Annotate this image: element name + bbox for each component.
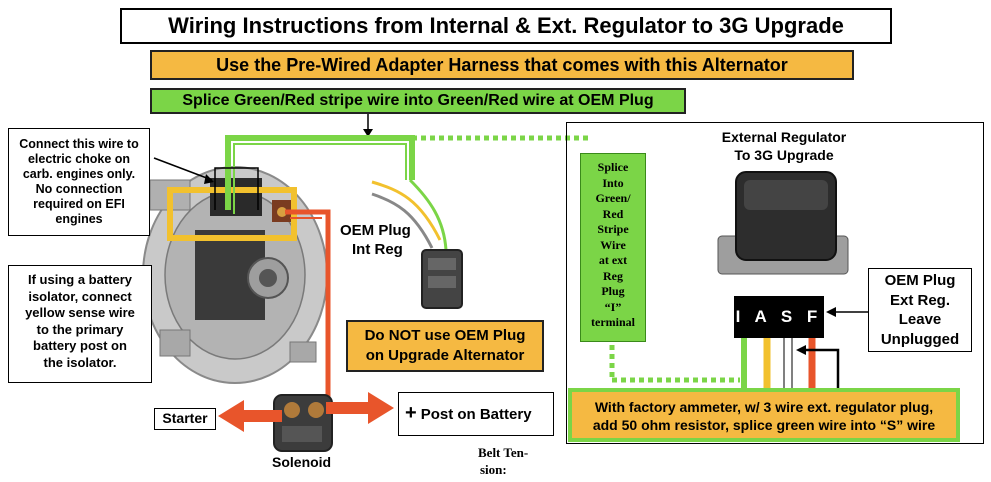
red-arrow-starter <box>218 400 282 432</box>
splice-banner: Splice Green/Red stripe wire into Green/… <box>150 88 686 114</box>
external-regulator-image <box>717 171 849 275</box>
solenoid-label: Solenoid <box>272 454 332 470</box>
plus-sign: + <box>405 402 417 424</box>
solenoid-image <box>273 394 333 452</box>
choke-note: Connect this wire to electric choke on c… <box>8 128 150 236</box>
post-on-battery-label: +Post on Battery <box>398 392 554 436</box>
ammeter-note: With factory ammeter, w/ 3 wire ext. reg… <box>568 388 960 442</box>
belt-tension-text: Belt Ten- sion: <box>478 445 529 477</box>
red-arrow-battery <box>326 392 394 424</box>
banner-pointer-arrowhead <box>363 129 373 137</box>
red-power-wire <box>285 209 331 408</box>
splice-i-terminal-note: Splice Into Green/ Red Stripe Wire at ex… <box>580 153 646 342</box>
oem-plug-int-image <box>371 178 463 309</box>
ext-reg-plug-letters: I A S F <box>734 296 824 338</box>
external-regulator-panel <box>566 122 984 444</box>
oem-plug-ext-note: OEM Plug Ext Reg. Leave Unplugged <box>868 268 972 352</box>
page-title: Wiring Instructions from Internal & Ext.… <box>120 8 892 44</box>
green-wire-harness <box>225 135 415 210</box>
starter-label: Starter <box>154 408 216 430</box>
external-regulator-title: External Regulator To 3G Upgrade <box>721 129 847 163</box>
isolator-note: If using a battery isolator, connect yel… <box>8 265 152 383</box>
do-not-use-note: Do NOT use OEM Plug on Upgrade Alternato… <box>346 320 544 372</box>
ext-black-arrow-wire <box>800 348 840 388</box>
choke-wire-outline <box>214 167 259 210</box>
oem-plug-int-label: OEM Plug Int Reg <box>340 222 411 258</box>
harness-banner: Use the Pre-Wired Adapter Harness that c… <box>150 50 854 80</box>
